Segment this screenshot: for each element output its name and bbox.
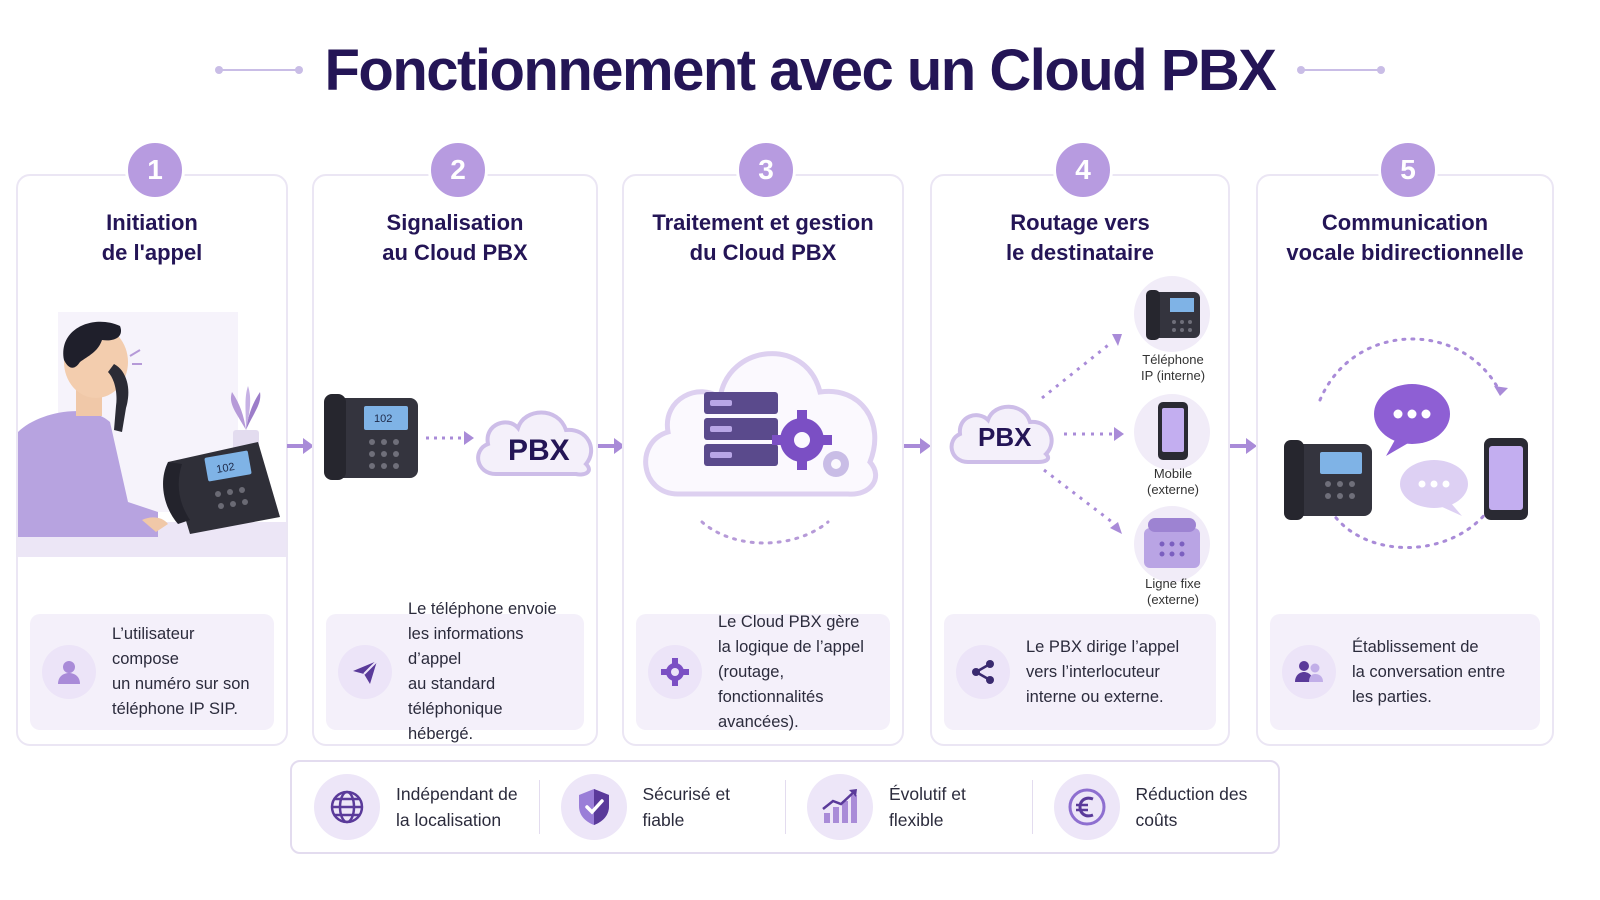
destination-label-landline: Ligne fixe (externe): [1145, 576, 1201, 607]
step-number-badge: 1: [125, 140, 185, 200]
user-icon: [42, 645, 96, 699]
step-description: L’utilisateur compose un numéro sur son …: [30, 614, 274, 730]
step-description: Établissement de la conversation entre l…: [1270, 614, 1540, 730]
step-title: Initiation de l'appel: [101, 210, 203, 265]
feature-scalable: Évolutif et flexible: [785, 762, 1032, 852]
step-description: Le Cloud PBX gère la logique de l’appel …: [636, 613, 890, 731]
chat-bubble-icon: [1374, 384, 1468, 516]
step-title: Signalisation au Cloud PBX: [382, 210, 528, 265]
step-number-badge: 5: [1378, 140, 1438, 200]
step-description: Le téléphone envoie les informations d’a…: [326, 600, 584, 743]
title-decoration-left: [214, 66, 303, 74]
step-description: Le PBX dirige l’appel vers l’interlocute…: [944, 614, 1216, 730]
step-card-2: 2 Signalisation au Cloud PBX 102 PBX Le …: [312, 140, 598, 746]
step-card-4: 4 Routage vers le destinataire PBX: [930, 140, 1230, 746]
pbx-label: PBX: [508, 434, 570, 467]
step-number-badge: 3: [736, 140, 796, 200]
step-title: Communication vocale bidirectionnelle: [1286, 210, 1524, 265]
shield-check-icon: [560, 774, 627, 840]
destination-label-ip: Téléphone IP (interne): [1140, 352, 1206, 383]
desk-phone-icon: [1134, 276, 1210, 352]
gear-icon: [772, 410, 849, 477]
mobile-phone-icon: [1134, 394, 1210, 470]
step-card-5: 5 Communication vocale bidirectionnelle: [1256, 140, 1554, 746]
landline-phone-icon: [1134, 506, 1210, 582]
users-icon: [1282, 645, 1336, 699]
pbx-label: PBX: [978, 422, 1032, 452]
send-icon: [338, 645, 392, 699]
caller-illustration: 102: [18, 312, 286, 557]
server-rack-icon: [704, 392, 778, 466]
routing-illustration: PBX: [949, 276, 1210, 582]
settings-gear-icon: [648, 645, 702, 699]
flow-arrow-icon: [598, 438, 625, 454]
step-card-1: 1 Initiation de l'appel 102: [16, 140, 288, 746]
page-title: Fonctionnement avec un Cloud PBX: [324, 37, 1277, 103]
step-number-badge: 4: [1053, 140, 1113, 200]
growth-chart-icon: [807, 774, 873, 840]
feature-cost-reduction: Réduction des coûts: [1031, 762, 1279, 852]
feature-secure: Sécurisé et fiable: [538, 762, 786, 852]
feature-location-independent: Indépendant de la localisation: [292, 762, 539, 852]
signal-illustration: 102 PBX: [324, 394, 594, 480]
destination-label-mobile: Mobile (externe): [1146, 466, 1200, 497]
two-way-communication-illustration: [1284, 337, 1528, 549]
globe-icon: [314, 774, 380, 840]
desk-phone-icon: [1284, 440, 1372, 520]
title-row: Fonctionnement avec un Cloud PBX: [0, 34, 1600, 106]
flow-arrow-icon: [287, 438, 314, 454]
title-decoration-right: [1297, 66, 1386, 74]
flow-arrow-icon: [1230, 438, 1257, 454]
phone-screen-number: 102: [215, 461, 235, 476]
share-routing-icon: [956, 645, 1010, 699]
step-number-badge: 2: [428, 140, 488, 200]
cloud-server-illustration: [643, 351, 878, 545]
euro-icon: [1053, 774, 1120, 840]
flow-arrow-icon: [904, 438, 931, 454]
phone-screen-number: 102: [374, 413, 392, 425]
step-card-3: 3 Traitement et gestion du Cloud PBX: [622, 140, 904, 746]
features-bar: Indépendant de la localisation Sécurisé …: [290, 760, 1280, 854]
step-title: Traitement et gestion du Cloud PBX: [652, 210, 874, 265]
mobile-phone-icon: [1484, 438, 1528, 520]
step-title: Routage vers le destinataire: [1006, 210, 1154, 265]
